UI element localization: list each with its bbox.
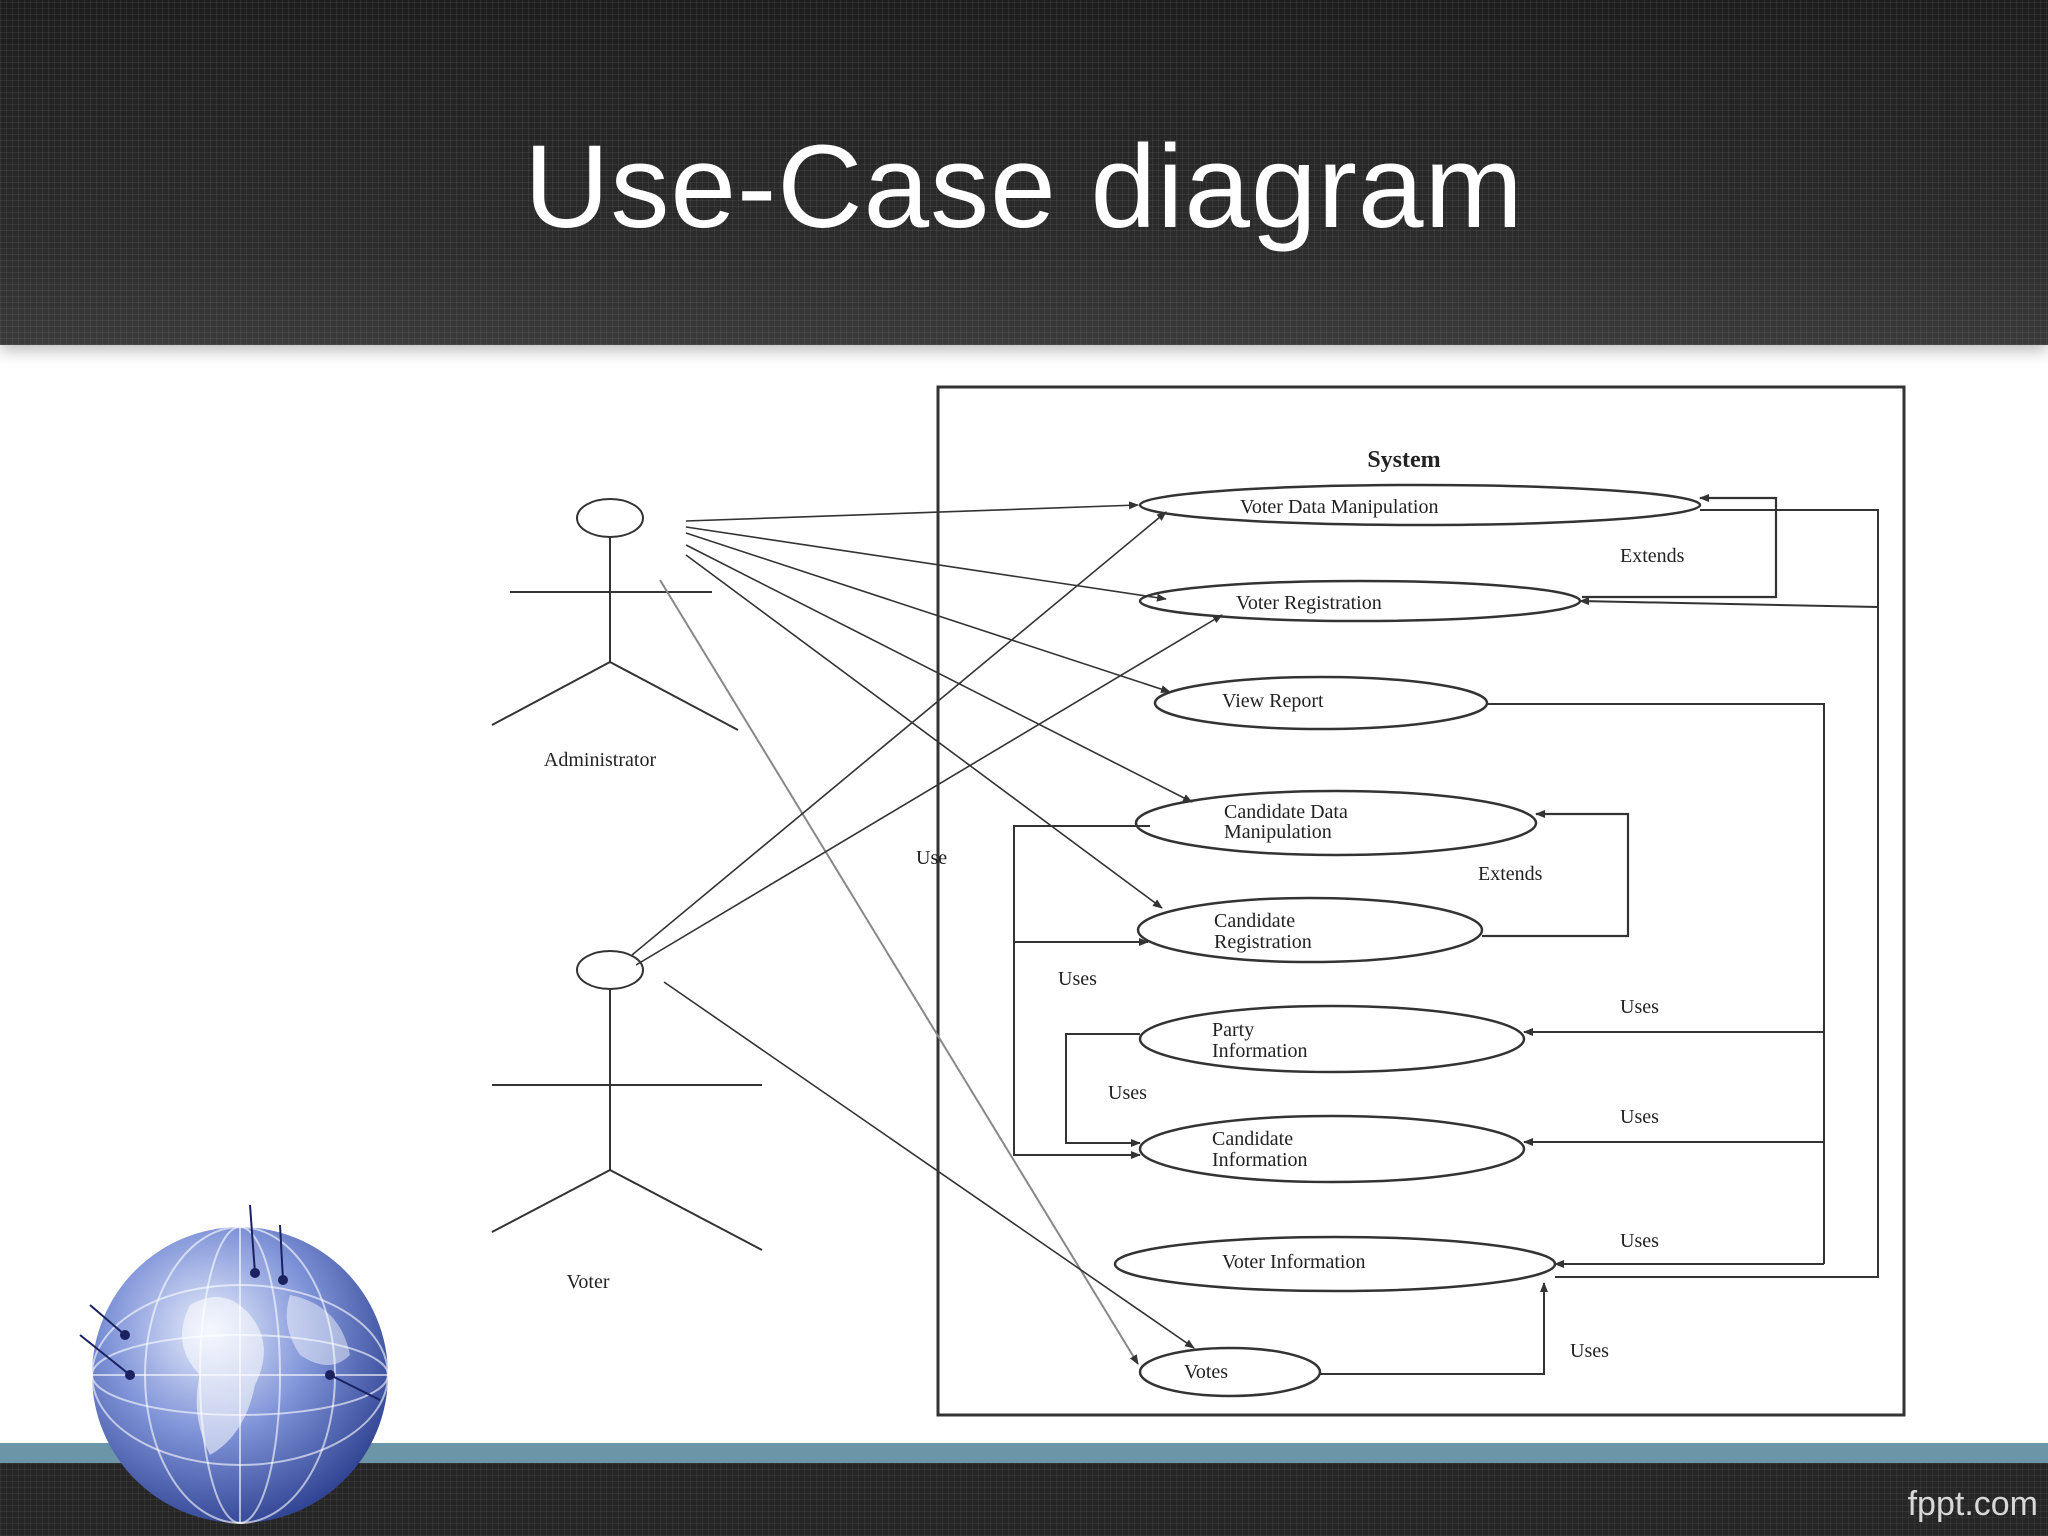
association-admin-view-report <box>685 532 1171 693</box>
system-label: System <box>1367 447 1440 473</box>
use-case-voter-data-manipulation <box>1138 483 1702 527</box>
use-case-label: Votes <box>1184 1361 1228 1383</box>
relation-label-uses: Uses <box>1620 1230 1659 1252</box>
relation-label-uses: Uses <box>1058 968 1097 990</box>
uses-link-voter-registration <box>1579 597 1879 608</box>
use-case-label: Manipulation <box>1224 821 1332 843</box>
use-case-party-information <box>1138 1004 1526 1074</box>
relation-label-uses: Uses <box>1570 1340 1609 1362</box>
uses-connector-votes <box>1320 1282 1548 1375</box>
association-admin-candidate-registration <box>685 554 1163 909</box>
use-case-candidate-information <box>1138 1114 1526 1184</box>
association-admin-votes <box>659 579 1139 1365</box>
uses-bracket-party-candidate <box>1065 1033 1141 1147</box>
use-case-candidate-registration <box>1136 896 1484 964</box>
actor-label-administrator: Administrator <box>544 749 657 771</box>
use-case-label: Registration <box>1214 931 1312 953</box>
relation-label-uses: Uses <box>1620 1106 1659 1128</box>
relation-label-extends: Extends <box>1478 863 1543 885</box>
relation-label-uses: Uses <box>1620 996 1659 1018</box>
use-case-candidate-data-manipulation <box>1134 789 1538 857</box>
association-admin-candidate-data-manipulation <box>685 544 1193 803</box>
actor-label-voter: Voter <box>567 1271 610 1293</box>
relation-label-extends: Extends <box>1620 545 1685 567</box>
globe-icon <box>79 1204 389 1524</box>
association-voter-voter-data-manipulation <box>631 511 1167 956</box>
extends-connector-voter <box>1582 494 1778 599</box>
use-case-label: Party <box>1212 1019 1254 1041</box>
use-case-label: Candidate <box>1212 1128 1293 1150</box>
association-admin-voter-registration <box>685 526 1167 602</box>
actor-voter <box>491 950 763 1251</box>
use-case-label: View Report <box>1222 690 1324 712</box>
uses-bus-right <box>1487 703 1825 1264</box>
slide-title: Use-Case diagram <box>524 121 1524 253</box>
use-case-label: Voter Information <box>1222 1251 1366 1273</box>
footer-stripe <box>0 1443 2048 1463</box>
association-voter-voter-registration <box>635 614 1223 966</box>
association-admin-voter-data-manipulation <box>685 501 1139 522</box>
uses-bus-left <box>1013 825 1150 1159</box>
relation-label-use: Use <box>916 847 947 869</box>
use-case-label: Voter Registration <box>1236 592 1382 614</box>
extends-connector-candidate <box>1482 810 1630 938</box>
use-case-label: Information <box>1212 1040 1308 1062</box>
use-case-label: Information <box>1212 1149 1308 1171</box>
use-case-label: Voter Data Manipulation <box>1240 496 1438 518</box>
association-voter-votes <box>663 981 1195 1349</box>
actor-administrator <box>491 498 739 731</box>
use-case-votes <box>1138 1346 1322 1398</box>
system-boundary <box>936 385 1906 1417</box>
uses-bus-outer <box>1555 509 1879 1278</box>
use-case-label: Candidate <box>1214 910 1295 932</box>
brand-watermark: fppt.com <box>1907 1485 2038 1523</box>
slide-header <box>0 0 2048 345</box>
relation-label-uses: Uses <box>1108 1082 1147 1104</box>
use-case-label: Candidate Data <box>1224 801 1348 823</box>
